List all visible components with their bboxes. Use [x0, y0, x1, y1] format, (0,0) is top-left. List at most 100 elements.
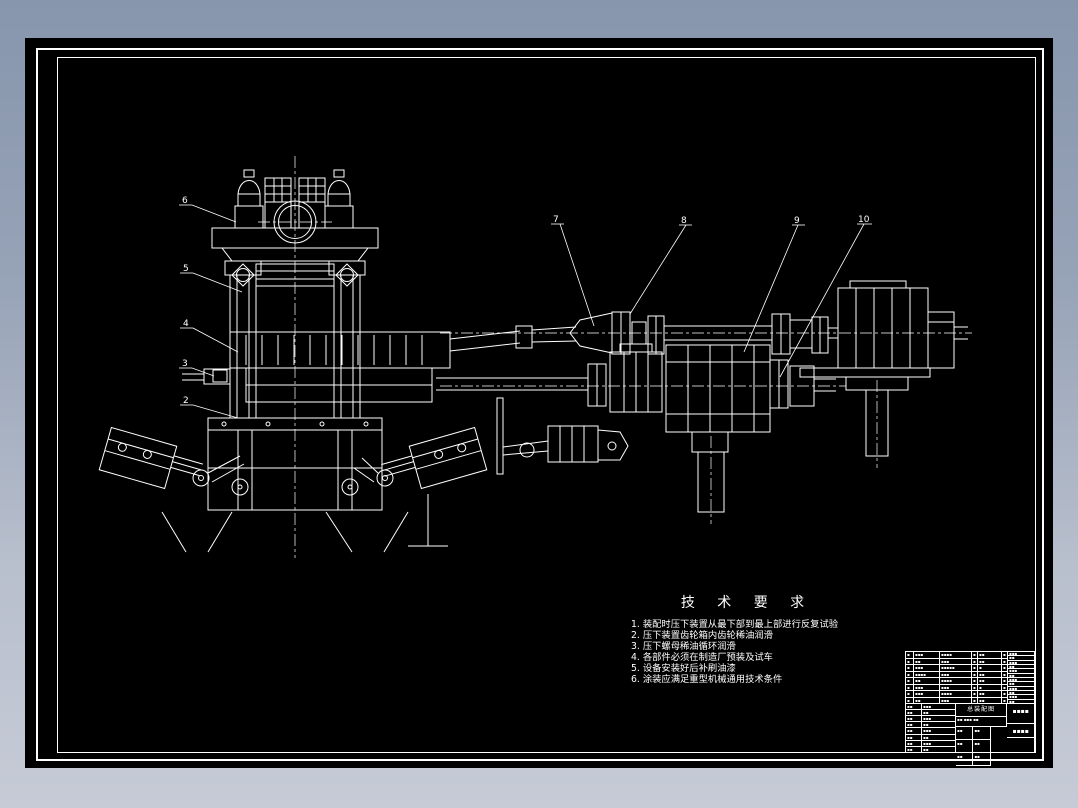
requirement-item: 3. 压下螺母稀油循环润滑 — [631, 640, 736, 652]
org-block: ▪▪▪▪▪▪▪▪ — [1007, 704, 1035, 753]
bom-row: ▪▪▪▪▪▪▪▪▪▪ — [906, 697, 1008, 704]
bom-strip-cell: ▪▪▪ — [1008, 660, 1035, 665]
signature-row: ▪▪▪▪▪ — [906, 728, 956, 735]
title-block: ▪▪▪▪▪▪▪▪▪▪▪▪▪▪▪▪▪▪▪▪▪▪▪▪▪▪▪▪▪▪▪▪▪▪▪▪▪▪▪▪… — [905, 651, 1035, 766]
bom-cell: ▪▪ — [914, 697, 940, 704]
bom-cell: ▪▪▪▪ — [940, 652, 972, 659]
bom-strip-cell: ▪▪ — [1008, 673, 1035, 678]
bom-row: ▪▪▪▪▪▪▪▪▪▪▪ — [906, 678, 1008, 685]
requirement-item: 6. 涂装应满足重型机械通用技术条件 — [631, 673, 783, 685]
scale-cell: ▪▪ — [956, 727, 974, 740]
bom-cell: ▪ — [972, 658, 978, 665]
signature-cell: ▪▪ — [906, 704, 922, 711]
bom-cell: ▪ — [978, 665, 1002, 672]
bom-cell: ▪▪▪ — [914, 665, 940, 672]
bom-strip-cell: ▪▪▪ — [1008, 686, 1035, 691]
bom-cell: ▪ — [906, 652, 914, 659]
signature-cell: ▪▪ — [922, 746, 956, 753]
drawing-border-outer — [36, 48, 1044, 761]
signature-cell: ▪▪ — [906, 734, 922, 741]
bom-row: ▪▪▪▪▪▪▪▪▪▪▪▪ — [906, 652, 1008, 659]
scale-cell: ▪▪ — [956, 740, 974, 753]
signature-cell: ▪▪ — [906, 746, 922, 753]
bom-cell: ▪▪ — [914, 658, 940, 665]
bom-cell: ▪ — [978, 684, 1002, 691]
drawing-title: 总装配图 — [956, 704, 1008, 717]
bom-cell: ▪ — [1002, 691, 1008, 698]
requirement-item: 4. 各部件必须在制造厂预装及试车 — [631, 651, 773, 663]
signature-grid: ▪▪▪▪▪▪▪▪▪▪▪▪▪▪▪▪▪▪▪▪▪▪▪▪▪▪▪▪▪▪▪▪▪▪▪▪ — [906, 704, 956, 753]
bom-cell: ▪▪▪ — [940, 671, 972, 678]
signature-cell: ▪▪ — [906, 710, 922, 717]
bom-cell: ▪▪▪▪ — [940, 691, 972, 698]
bom-cell: ▪ — [1002, 697, 1008, 704]
technical-requirements-title: 技 术 要 求 — [680, 595, 814, 611]
bom-strip-cell: ▪▪ — [1008, 656, 1035, 661]
bom-cell: ▪ — [972, 671, 978, 678]
drawing-border-inner — [57, 57, 1036, 753]
bom-cell: ▪▪ — [978, 691, 1002, 698]
signature-cell: ▪▪ — [906, 740, 922, 747]
bom-strip-cell: ▪▪▪ — [1008, 677, 1035, 683]
signature-cell: ▪▪▪ — [922, 716, 956, 723]
org-cell: ▪▪▪▪ — [1007, 724, 1035, 738]
bom-cell: ▪▪▪▪ — [940, 678, 972, 685]
bom-cell: ▪ — [1002, 665, 1008, 672]
bom-row: ▪▪▪▪▪▪▪▪▪▪▪▪ — [906, 691, 1008, 698]
bom-row: ▪▪▪▪▪▪▪▪▪▪ — [906, 684, 1008, 691]
signature-cell: ▪▪ — [906, 716, 922, 723]
scale-cell: ▪▪ — [973, 740, 991, 753]
signature-cell: ▪▪▪ — [922, 704, 956, 711]
bom-cell: ▪▪▪ — [940, 658, 972, 665]
bom-strip-cell: ▪▪▪ — [1008, 669, 1035, 674]
bom-cell: ▪ — [906, 678, 914, 685]
bom-cell: ▪▪ — [978, 697, 1002, 704]
bom-table: ▪▪▪▪▪▪▪▪▪▪▪▪▪▪▪▪▪▪▪▪▪▪▪▪▪▪▪▪▪▪▪▪▪▪▪▪▪▪▪▪… — [906, 652, 1008, 704]
scale-cell: ▪▪ — [956, 753, 974, 766]
signature-row: ▪▪▪▪ — [906, 746, 956, 753]
signature-row: ▪▪▪▪▪ — [906, 716, 956, 723]
bom-strip-cell: ▪▪ — [1008, 682, 1035, 687]
bom-cell: ▪▪ — [914, 678, 940, 685]
bom-cell: ▪ — [1002, 652, 1008, 659]
bom-cell: ▪▪▪ — [914, 691, 940, 698]
bom-cell: ▪▪▪ — [914, 652, 940, 659]
bom-cell: ▪ — [1002, 678, 1008, 685]
bom-cell: ▪ — [906, 684, 914, 691]
signature-cell: ▪▪ — [922, 722, 956, 729]
org-cell: ▪▪▪▪ — [1007, 704, 1035, 724]
bom-cell: ▪ — [972, 652, 978, 659]
bom-cell: ▪ — [906, 658, 914, 665]
scale-grid: ▪▪▪▪▪▪▪▪▪▪▪▪ — [956, 727, 1007, 766]
bom-strip-cell: ▪▪▪ — [1008, 695, 1035, 700]
signature-row: ▪▪▪▪ — [906, 710, 956, 717]
signature-row: ▪▪▪▪ — [906, 734, 956, 741]
bom-cell: ▪▪ — [978, 652, 1002, 659]
signature-row: ▪▪▪▪▪ — [906, 740, 956, 747]
bom-strip-cell: ▪▪ — [1008, 690, 1035, 696]
bom-side-strip: ▪▪▪▪▪▪▪▪▪▪▪▪▪▪▪▪▪▪▪▪▪▪▪▪▪▪▪▪▪▪ — [1008, 652, 1035, 704]
bom-cell: ▪ — [906, 671, 914, 678]
bom-cell: ▪▪▪ — [940, 684, 972, 691]
scale-cell: ▪▪ — [973, 727, 991, 740]
signature-cell: ▪▪▪ — [922, 740, 956, 747]
signature-row: ▪▪▪▪ — [906, 722, 956, 729]
bom-strip-cell: ▪▪▪ — [1008, 652, 1035, 657]
bom-cell: ▪ — [972, 691, 978, 698]
requirement-item: 5. 设备安装好后补刷油漆 — [631, 662, 736, 674]
bom-cell: ▪▪ — [978, 658, 1002, 665]
bom-row: ▪▪▪▪▪▪▪▪▪▪▪▪ — [906, 665, 1008, 672]
bom-cell: ▪▪ — [978, 678, 1002, 685]
requirement-item: 1. 装配时压下装置从最下部到最上部进行反复试验 — [631, 619, 839, 630]
bom-cell: ▪ — [972, 665, 978, 672]
bom-cell: ▪ — [1002, 658, 1008, 665]
bom-strip-cell: ▪▪ — [1008, 699, 1035, 704]
bom-cell: ▪ — [906, 697, 914, 704]
bom-cell: ▪ — [972, 678, 978, 685]
bom-cell: ▪ — [972, 684, 978, 691]
drawing-subtitle: ▪▪ ▪▪▪ ▪▪ — [956, 717, 1008, 727]
signature-cell: ▪▪ — [922, 734, 956, 741]
